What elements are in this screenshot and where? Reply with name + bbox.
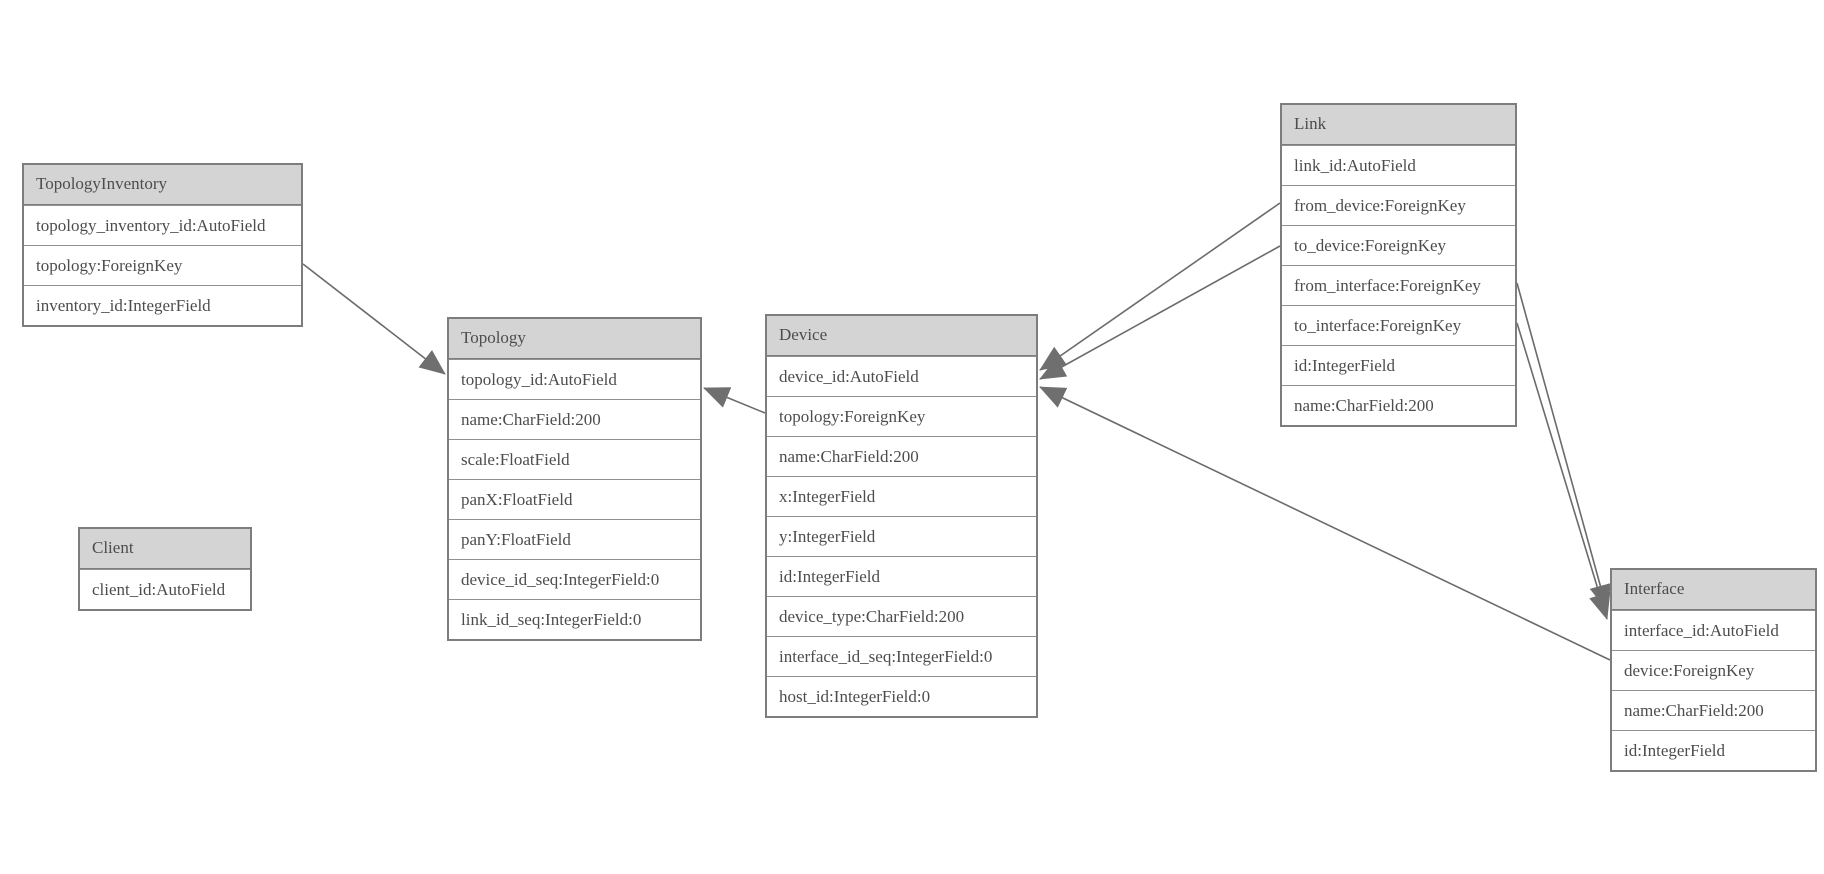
entity-device-title: Device [767,316,1036,356]
entity-device-field-row: interface_id_seq:IntegerField:0 [767,636,1036,676]
edge-topologyinventory-topology [302,263,446,375]
entity-topology-field-row: topology_id:AutoField [449,359,700,399]
entity-topology-title: Topology [449,319,700,359]
entity-topology-inventory-field-row: topology_inventory_id:AutoField [24,205,301,245]
entity-link-field-row: to_device:ForeignKey [1282,225,1515,265]
entity-link-field-row: from_interface:ForeignKey [1282,265,1515,305]
entity-topology-field-row: panY:FloatField [449,519,700,559]
edge-link-fromdevice-device [1039,202,1281,371]
entity-device-field-row: host_id:IntegerField:0 [767,676,1036,716]
entity-client-title: Client [80,529,250,569]
entity-device-field-row: name:CharField:200 [767,436,1036,476]
edge-link-todevice-device [1039,245,1281,380]
edge-link-tointerface-interface [1516,322,1611,620]
entity-topology-inventory-field-row: inventory_id:IntegerField [24,285,301,325]
entity-device-field-row: device_type:CharField:200 [767,596,1036,636]
entity-topology-field-row: device_id_seq:IntegerField:0 [449,559,700,599]
entity-topology-field-row: name:CharField:200 [449,399,700,439]
entity-topology-inventory-title: TopologyInventory [24,165,301,205]
entity-topology-field-row: scale:FloatField [449,439,700,479]
entity-interface-field-row: interface_id:AutoField [1612,610,1815,650]
entity-link-field-row: from_device:ForeignKey [1282,185,1515,225]
entity-interface-title: Interface [1612,570,1815,610]
entity-interface-field-row: device:ForeignKey [1612,650,1815,690]
edge-link-frominterface-interface [1516,282,1611,611]
entity-link-title: Link [1282,105,1515,145]
edge-device-topology [703,387,766,414]
entity-topology-field-row: link_id_seq:IntegerField:0 [449,599,700,639]
entity-topology-field-row: panX:FloatField [449,479,700,519]
entity-device-field-row: y:IntegerField [767,516,1036,556]
entity-link-field-row: link_id:AutoField [1282,145,1515,185]
entity-interface-field-row: name:CharField:200 [1612,690,1815,730]
entity-device-field-row: x:IntegerField [767,476,1036,516]
entity-link-field-row: name:CharField:200 [1282,385,1515,425]
entity-interface-field-row: id:IntegerField [1612,730,1815,770]
entity-topology-inventory-field-row: topology:ForeignKey [24,245,301,285]
entity-link-field-row: id:IntegerField [1282,345,1515,385]
entity-link-field-row: to_interface:ForeignKey [1282,305,1515,345]
entity-device-field-row: device_id:AutoField [767,356,1036,396]
entity-client-field-row: client_id:AutoField [80,569,250,609]
edge-interface-device-device [1039,386,1611,661]
entity-device-field-row: id:IntegerField [767,556,1036,596]
relationship-edges [302,202,1611,661]
entity-device-field-row: topology:ForeignKey [767,396,1036,436]
